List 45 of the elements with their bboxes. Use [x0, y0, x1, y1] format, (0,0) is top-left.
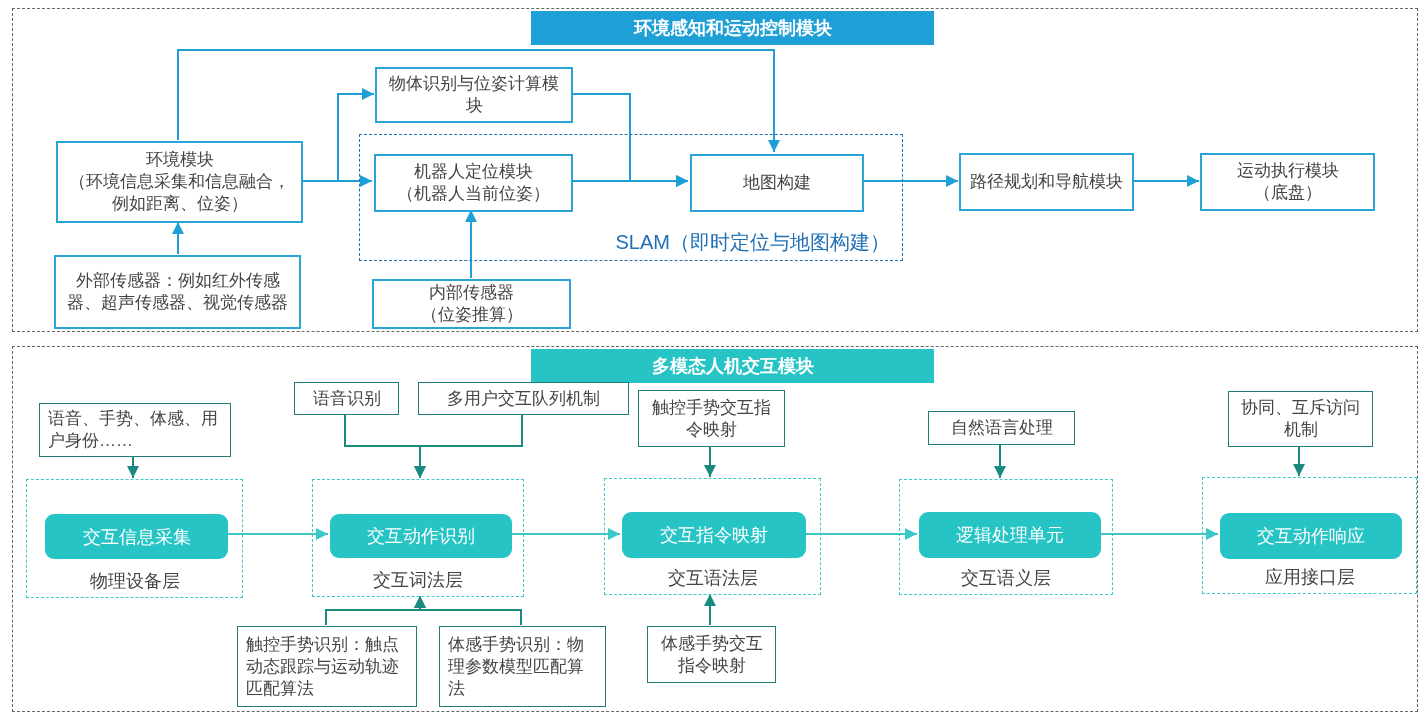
note-box: 语音、手势、体感、用户身份……: [39, 403, 231, 457]
arrow: [704, 445, 716, 478]
module-box: 内部传感器 （位姿推算）: [372, 279, 571, 329]
arrow: [994, 443, 1006, 479]
note-box: 自然语言处理: [928, 411, 1075, 445]
arrow: [127, 455, 139, 479]
note-box: 多用户交互队列机制: [418, 382, 629, 415]
panel-title: 多模态人机交互模块: [531, 349, 934, 383]
layer-label: 交互语法层: [666, 567, 759, 590]
arrow: [414, 413, 523, 479]
process-box: 交互动作响应: [1220, 513, 1402, 559]
module-box: 路径规划和导航模块: [959, 153, 1134, 211]
note-box: 体感手势识别：物理参数模型匹配算法: [439, 626, 606, 707]
layer-box: [1202, 477, 1417, 594]
note-box: 协同、互斥访问机制: [1228, 391, 1373, 447]
layer-box: [899, 479, 1113, 595]
arrow: [1293, 445, 1305, 477]
module-box: 地图构建: [690, 154, 864, 212]
layer-label: 物理设备层: [88, 570, 181, 593]
module-box: 运动执行模块 （底盘）: [1200, 153, 1375, 211]
arrow: [177, 49, 780, 153]
group-label: SLAM（即时定位与地图构建）: [615, 230, 890, 255]
layer-label: 应用接口层: [1263, 566, 1356, 589]
layer-box: [26, 479, 243, 598]
layer-label: 交互语义层: [960, 567, 1052, 590]
layer-label: 交互词法层: [372, 569, 464, 592]
panel-title: 环境感知和运动控制模块: [531, 11, 934, 45]
arrow: [704, 593, 716, 626]
arrow: [414, 595, 522, 626]
module-box: 机器人定位模块 （机器人当前位姿）: [374, 154, 573, 212]
note-box: 体感手势交互指令映射: [647, 626, 776, 683]
process-box: 交互信息采集: [45, 514, 228, 559]
module-box: 物体识别与位姿计算模块: [375, 67, 573, 123]
layer-box: [604, 478, 821, 595]
layer-box: [312, 479, 524, 597]
module-box: 外部传感器：例如红外传感器、超声传感器、视觉传感器: [54, 255, 301, 329]
note-box: 触控手势交互指令映射: [638, 390, 785, 447]
dashed-group-box: [359, 134, 903, 261]
arrow: [172, 221, 184, 255]
note-box: 触控手势识别：触点动态跟踪与运动轨迹匹配算法: [237, 626, 417, 707]
note-box: 语音识别: [294, 382, 399, 415]
module-box: 环境模块 （环境信息采集和信息融合，例如距离、位姿）: [56, 141, 303, 223]
process-box: 逻辑处理单元: [919, 512, 1101, 558]
process-box: 交互动作识别: [330, 514, 512, 558]
process-box: 交互指令映射: [622, 512, 806, 558]
